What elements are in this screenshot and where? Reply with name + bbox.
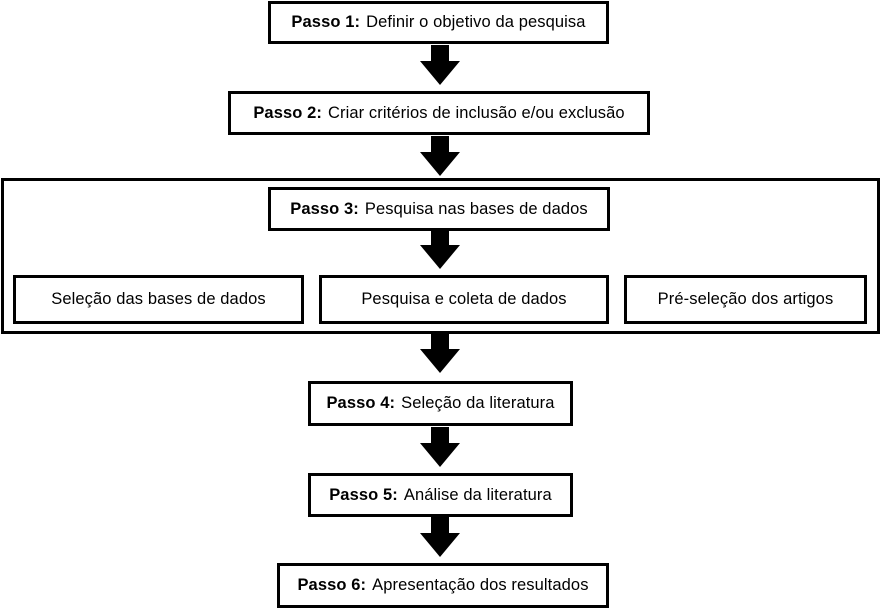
down-arrow-icon bbox=[420, 136, 460, 176]
step-5-text: Análise da literatura bbox=[403, 485, 552, 504]
step-4-label: Passo 4: bbox=[326, 394, 396, 412]
step-1-text: Definir o objetivo da pesquisa bbox=[366, 13, 586, 31]
substep-3-text: Pré-seleção dos artigos bbox=[657, 290, 834, 308]
step-5-label: Passo 5: bbox=[329, 485, 398, 504]
step-2-box: Passo 2: Criar critérios de inclusão e/o… bbox=[228, 91, 650, 135]
substep-2-text: Pesquisa e coleta de dados bbox=[361, 290, 567, 308]
substep-1-text: Seleção das bases de dados bbox=[51, 290, 266, 308]
step-4-text: Seleção da literatura bbox=[401, 394, 555, 412]
step-6-text: Apresentação dos resultados bbox=[372, 576, 589, 594]
substep-database-selection: Seleção das bases de dados bbox=[13, 275, 304, 324]
step-2-label: Passo 2: bbox=[253, 103, 322, 122]
substep-article-preselection: Pré-seleção dos artigos bbox=[624, 275, 867, 324]
down-arrow-icon bbox=[420, 333, 460, 373]
step-3-label: Passo 3: bbox=[290, 199, 359, 218]
down-arrow-icon bbox=[420, 517, 460, 557]
step-6-label: Passo 6: bbox=[297, 576, 367, 594]
step-2-text: Criar critérios de inclusão e/ou exclusã… bbox=[328, 103, 625, 122]
step-1-box: Passo 1: Definir o objetivo da pesquisa bbox=[268, 1, 609, 44]
down-arrow-icon bbox=[420, 45, 460, 85]
step-6-box: Passo 6: Apresentação dos resultados bbox=[277, 563, 609, 608]
down-arrow-icon bbox=[420, 427, 460, 467]
step-3-box: Passo 3: Pesquisa nas bases de dados bbox=[268, 187, 610, 231]
step-5-box: Passo 5: Análise da literatura bbox=[308, 473, 573, 517]
down-arrow-icon bbox=[420, 229, 460, 269]
step-4-box: Passo 4: Seleção da literatura bbox=[308, 381, 573, 426]
step-3-text: Pesquisa nas bases de dados bbox=[364, 199, 588, 218]
substep-search-collection: Pesquisa e coleta de dados bbox=[319, 275, 609, 324]
step-1-label: Passo 1: bbox=[291, 13, 361, 31]
